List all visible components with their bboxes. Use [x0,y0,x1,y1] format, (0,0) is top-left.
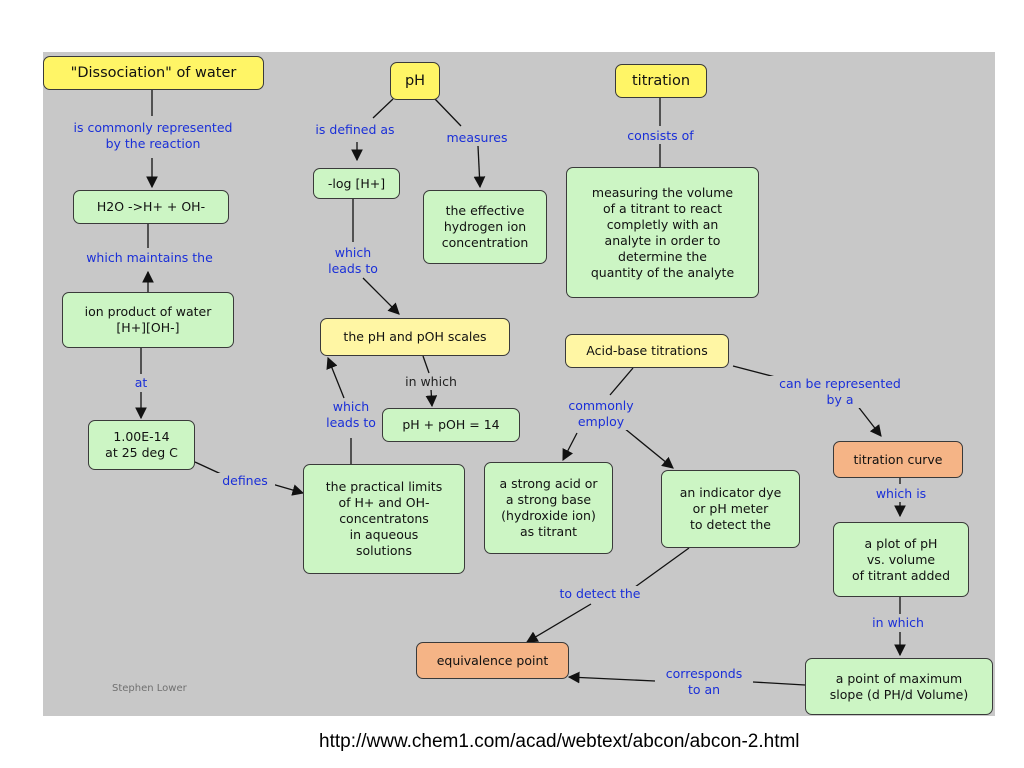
line-measures-effective [473,145,486,189]
node-strong-acid-base[interactable]: a strong acid or a strong base (hydroxid… [484,462,613,554]
line-ph-measures [434,98,462,127]
line-detect-equivalence [525,603,592,643]
node-practical-limits[interactable]: the practical limits of H+ and OH- conce… [303,464,465,574]
source-url[interactable]: http://www.chem1.com/acad/webtext/abcon/… [319,731,800,752]
link-which-is: which is [865,486,937,502]
link-in-which-1: in which [398,374,464,390]
node-indicator-dye[interactable]: an indicator dye or pH meter to detect t… [661,470,800,548]
node-neg-log-h[interactable]: -log [H+] [313,168,400,199]
concept-map: "Dissociation" of water pH titration H2O… [43,52,995,716]
link-consists-of: consists of [613,128,708,144]
link-to-detect-the: to detect the [550,586,650,602]
node-h2o-reaction[interactable]: H2O ->H+ + OH- [73,190,229,224]
line-leads-scales-2 [326,356,345,399]
node-ph-poh-scales[interactable]: the pH and pOH scales [320,318,510,356]
link-measures: measures [433,130,521,146]
line-ph-defined [372,98,394,119]
node-kw-value[interactable]: 1.00E-14 at 25 deg C [88,420,195,470]
node-dissociation-of-water[interactable]: "Dissociation" of water [43,56,264,90]
author-credit: Stephen Lower [112,683,187,694]
node-acid-base-titrations[interactable]: Acid-base titrations [565,334,729,368]
node-measuring-volume[interactable]: measuring the volume of a titrant to rea… [566,167,759,298]
node-ion-product-water[interactable]: ion product of water [H+][OH-] [62,292,234,348]
line-indicator-detect [634,547,690,588]
link-is-defined-as: is defined as [305,122,405,138]
link-in-which-2: in which [861,615,935,631]
node-ph[interactable]: pH [390,62,440,100]
line-inwhich-sum [425,388,438,408]
line-slope-corresponds [752,681,806,686]
link-commonly-employ: commonly employ [555,398,647,430]
line-leads-scales [362,277,400,315]
node-ph-poh-sum[interactable]: pH + pOH = 14 [382,408,520,442]
connector-lines [135,90,906,686]
line-defines-limits [271,483,305,496]
link-which-leads-to-1: which leads to [323,245,383,277]
line-scales-inwhich [422,355,430,374]
node-titration[interactable]: titration [615,64,707,98]
line-acidbase-employ [609,367,634,396]
link-corresponds-to-an: corresponds to an [655,666,753,698]
node-effective-hydrogen[interactable]: the effective hydrogen ion concentration [423,190,547,264]
link-which-maintains: which maintains the [67,250,232,266]
link-which-leads-to-2: which leads to [320,399,382,431]
line-kw-defines [194,461,222,475]
link-commonly-represented: is commonly represented by the reaction [53,120,253,152]
node-titration-curve[interactable]: titration curve [833,441,963,478]
line-employ-strongacid [562,432,578,462]
line-corresponds-equivalence [567,671,656,684]
link-defines: defines [215,473,275,489]
link-at: at [129,375,153,391]
link-can-be-represented: can be represented by a [765,376,915,408]
node-maximum-slope[interactable]: a point of maximum slope (d PH/d Volume) [805,658,993,715]
node-plot-of-ph[interactable]: a plot of pH vs. volume of titrant added [833,522,969,597]
line-employ-indicator [623,427,674,469]
node-equivalence-point[interactable]: equivalence point [416,642,569,679]
